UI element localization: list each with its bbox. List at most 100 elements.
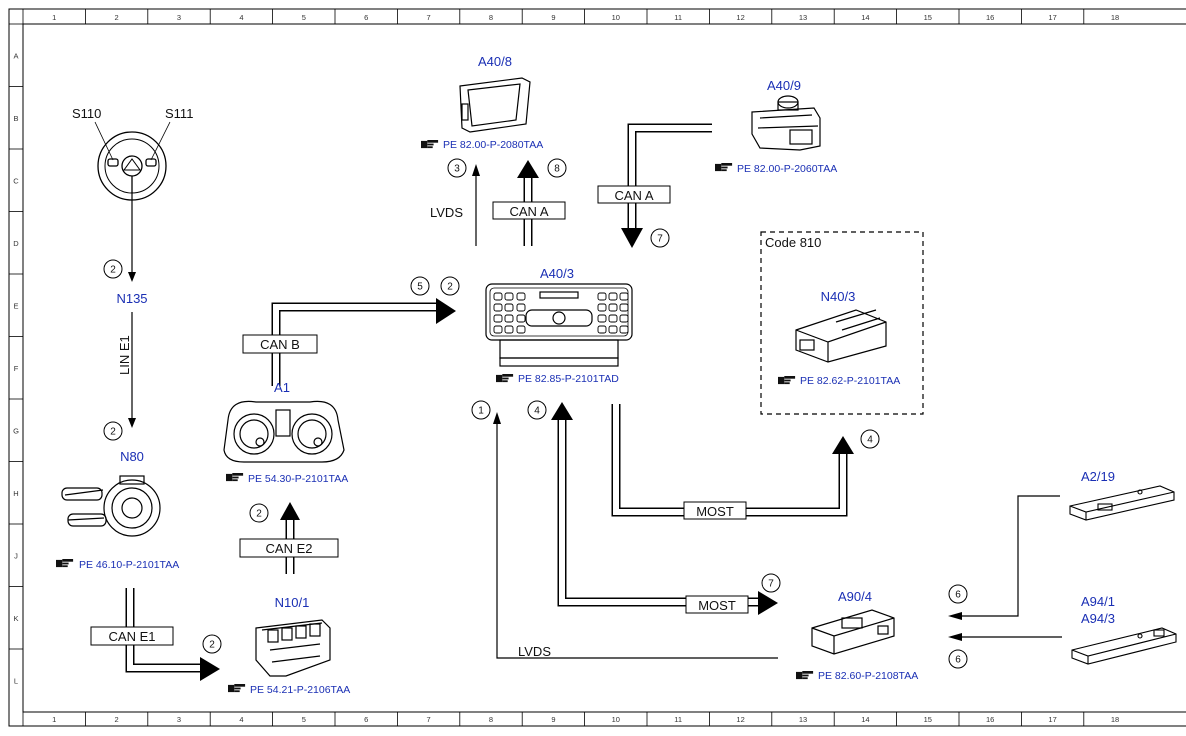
connection-number-circle	[447, 158, 467, 178]
label-s110: S110	[72, 106, 101, 121]
a2-19-antenna-drawing	[1069, 485, 1175, 521]
grid-column-label: 13	[799, 13, 807, 22]
connection-number: 4	[867, 435, 873, 446]
a40-3-headunit-drawing	[485, 283, 633, 367]
headunit-button-drawing	[516, 314, 526, 323]
grid-column-label: 8	[489, 13, 493, 22]
connection-number-circle	[249, 503, 269, 523]
connection-number-circle	[103, 421, 123, 441]
headunit-button-drawing	[608, 314, 618, 323]
bus-label-lvds-upper: LVDS	[430, 205, 463, 220]
grid-column-label: 4	[239, 715, 243, 724]
grid-column-label: 9	[551, 715, 555, 724]
headunit-button-drawing	[516, 292, 526, 301]
bus-label-can-b: CAN B	[260, 337, 300, 352]
grid-column-label: 14	[861, 715, 869, 724]
headunit-button-drawing	[608, 303, 618, 312]
label-a90-4: A90/4	[838, 589, 872, 604]
grid-column-label: 18	[1111, 13, 1119, 22]
grid-row-label: F	[14, 364, 19, 373]
bus-label-can-a-right: CAN A	[614, 188, 653, 203]
ref-a90-4[interactable]: PE 82.60-P-2108TAA	[818, 670, 918, 682]
headunit-button-drawing	[504, 314, 514, 323]
grid-column-label: 4	[239, 13, 243, 22]
label-n80: N80	[120, 449, 144, 464]
connection-number: 6	[955, 655, 961, 666]
grid-row-label: G	[13, 426, 19, 435]
bus-label-lin-e1: LIN E1	[117, 335, 132, 375]
headunit-button-drawing	[504, 325, 514, 334]
grid-column-label: 8	[489, 715, 493, 724]
hand-icon	[56, 559, 74, 568]
grid-column-label: 17	[1048, 13, 1056, 22]
connection-number: 2	[110, 265, 116, 276]
grid-column-label: 5	[302, 13, 306, 22]
grid-column-label: 6	[364, 13, 368, 22]
a90-4-module-drawing	[811, 609, 895, 655]
label-n40-3: N40/3	[821, 289, 856, 304]
connection-number: 4	[534, 406, 540, 417]
bus-label-most-lower: MOST	[698, 598, 736, 613]
connection-number: 2	[110, 427, 116, 438]
ref-a1[interactable]: PE 54.30-P-2101TAA	[248, 473, 348, 485]
grid-row-label: E	[13, 301, 18, 310]
bus-label-can-e1: CAN E1	[109, 629, 156, 644]
headunit-button-drawing	[493, 303, 503, 312]
bus-label-lvds-lower: LVDS	[518, 644, 551, 659]
grid-row-label: L	[14, 676, 18, 685]
connection-number-circle	[761, 573, 781, 593]
headunit-button-drawing	[504, 303, 514, 312]
a40-9-controller-drawing	[751, 95, 821, 151]
headunit-button-drawing	[619, 325, 629, 334]
hand-icon	[226, 473, 244, 482]
label-a94-1: A94/1	[1081, 594, 1115, 609]
headunit-button-drawing	[619, 314, 629, 323]
label-n135: N135	[116, 291, 147, 306]
grid-column-label: 7	[427, 715, 431, 724]
connection-number: 7	[657, 234, 663, 245]
grid-row-label: J	[14, 551, 18, 560]
bus-label-can-e2: CAN E2	[266, 541, 313, 556]
grid-column-label: 11	[674, 13, 682, 22]
connection-number-circle	[948, 649, 968, 669]
connection-number-circle	[410, 276, 430, 296]
n80-module-drawing	[61, 475, 161, 537]
grid-column-label: 12	[736, 13, 744, 22]
a40-3-buttons	[493, 292, 629, 334]
ref-n10-1[interactable]: PE 54.21-P-2106TAA	[250, 684, 350, 696]
grid-column-label: 2	[115, 715, 119, 724]
grid-column-label: 2	[115, 13, 119, 22]
headunit-button-drawing	[619, 292, 629, 301]
a1-cluster-drawing	[223, 400, 345, 463]
label-n10-1: N10/1	[275, 595, 310, 610]
grid-column-label: 3	[177, 13, 181, 22]
headunit-button-drawing	[597, 292, 607, 301]
code-810-label: Code 810	[765, 235, 821, 250]
bus-labels: CAN B CAN E2 CAN E1 CAN A CAN A MOST MOS…	[90, 185, 749, 659]
reference-links: PE 82.00-P-2080TAA PE 82.00-P-2060TAA PE…	[56, 139, 918, 696]
headunit-button-drawing	[608, 325, 618, 334]
grid-column-label: 10	[612, 715, 620, 724]
headunit-button-drawing	[516, 325, 526, 334]
grid-column-label: 7	[427, 13, 431, 22]
connection-number-circle	[202, 634, 222, 654]
ref-n40-3[interactable]: PE 82.62-P-2101TAA	[800, 375, 900, 387]
ref-a40-9[interactable]: PE 82.00-P-2060TAA	[737, 163, 837, 175]
grid-column-label: 9	[551, 13, 555, 22]
headunit-button-drawing	[504, 292, 514, 301]
ref-a40-8[interactable]: PE 82.00-P-2080TAA	[443, 139, 543, 151]
grid-column-label: 15	[924, 13, 932, 22]
connection-number-circle	[440, 276, 460, 296]
grid-column-label: 15	[924, 715, 932, 724]
headunit-button-drawing	[516, 303, 526, 312]
connections	[125, 123, 1062, 681]
connection-number: 8	[554, 164, 560, 175]
ref-n80[interactable]: PE 46.10-P-2101TAA	[79, 559, 179, 571]
connection-number-circle	[471, 400, 491, 420]
ref-a40-3[interactable]: PE 82.85-P-2101TAD	[518, 373, 619, 385]
label-a40-8: A40/8	[478, 54, 512, 69]
